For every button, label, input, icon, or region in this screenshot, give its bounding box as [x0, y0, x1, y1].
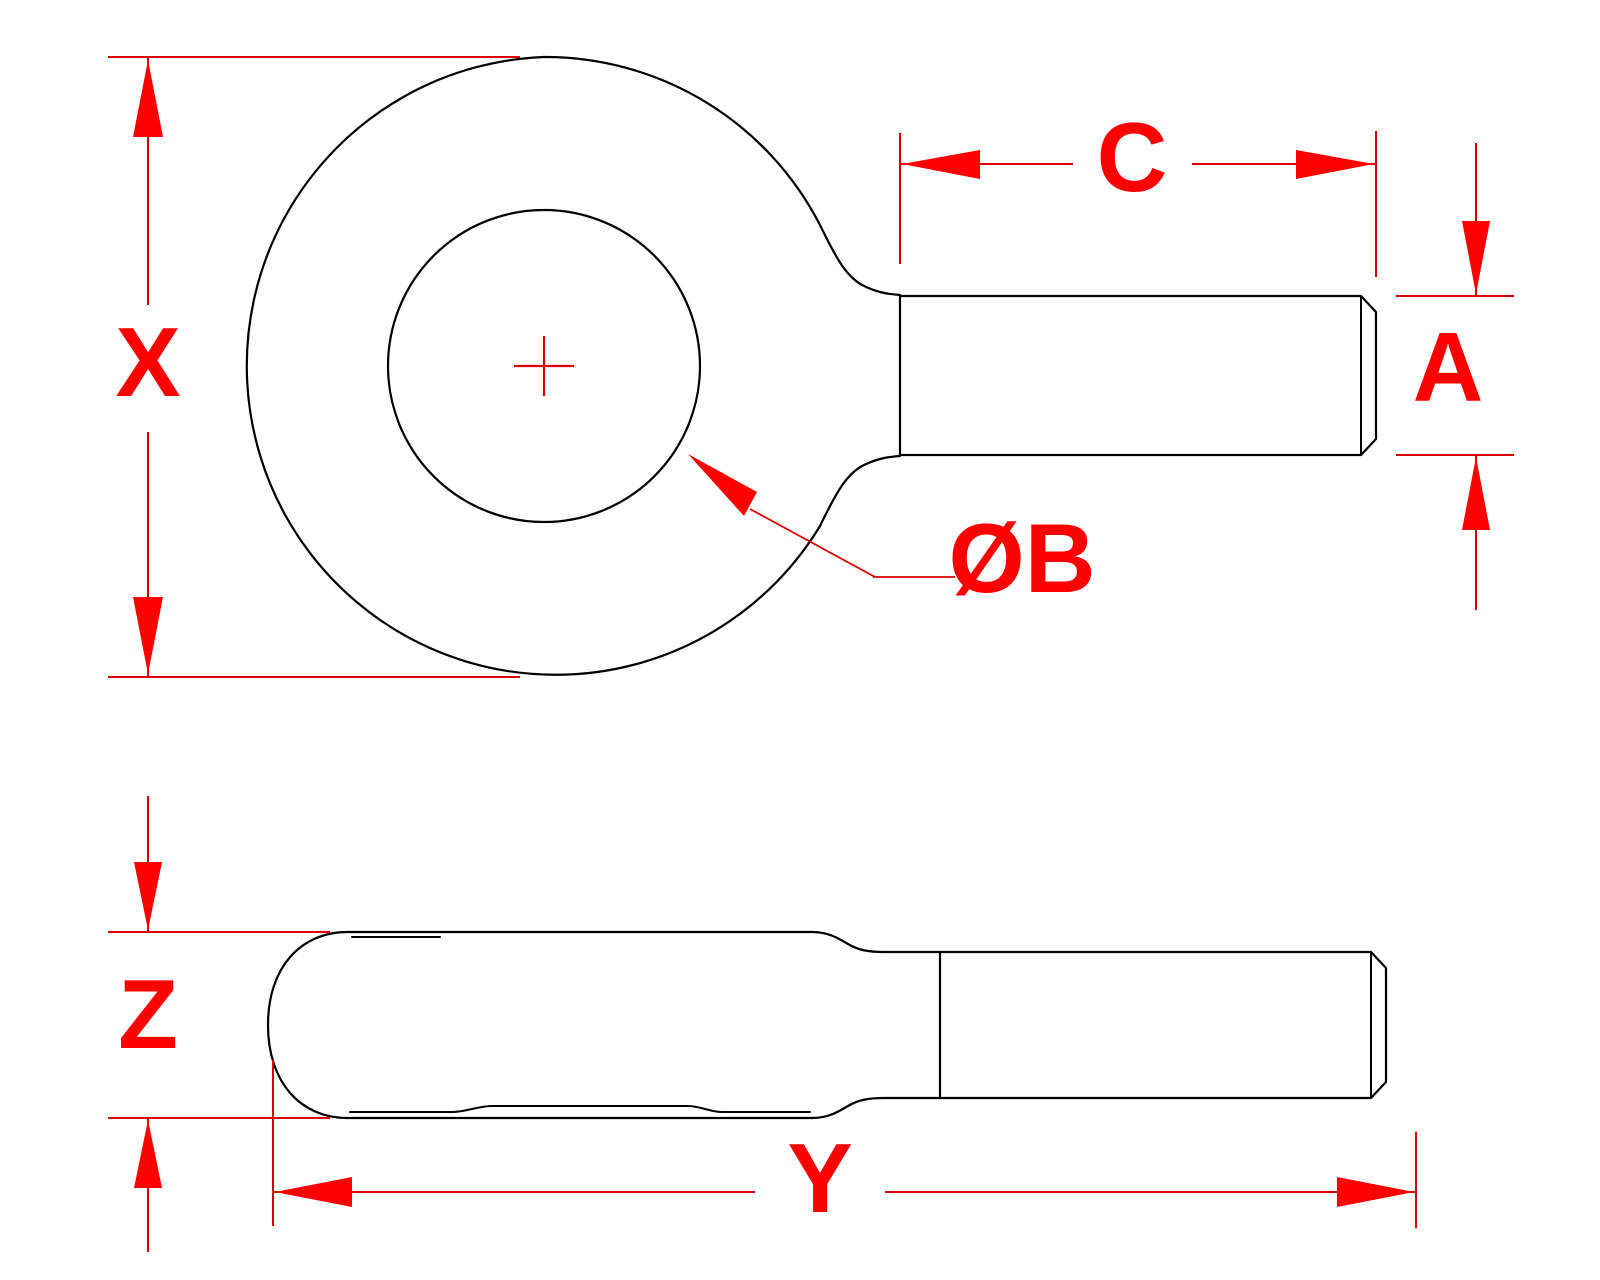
dimension-c-arrow-left — [902, 150, 980, 179]
eye-outer-profile — [245, 55, 902, 676]
shank-side-profile — [938, 950, 1388, 1100]
eye-body-side-profile — [266, 930, 942, 1120]
body-face-edge-detail — [349, 1105, 811, 1113]
dimension-c-arrow-right — [1296, 150, 1374, 179]
dimension-a-arrow-bottom — [1462, 457, 1490, 530]
dimension-a-arrow-top — [1462, 221, 1490, 294]
dimension-x-arrow-top — [133, 60, 163, 137]
dimension-b-leader-slant — [749, 508, 876, 578]
dimension-c: C — [899, 102, 1377, 277]
eye-bore-circle — [386, 208, 702, 524]
dimension-a-label: A — [1413, 312, 1484, 422]
dimension-z-label: Z — [118, 959, 178, 1069]
dimension-y-arrow-right — [1337, 1177, 1414, 1207]
dimension-b-arrowhead — [688, 454, 757, 516]
dimension-c-label: C — [1097, 102, 1168, 212]
top-view-geometry — [245, 55, 1378, 676]
center-mark-cross — [514, 336, 574, 396]
dimension-b-label: ØB — [949, 503, 1096, 613]
dimension-z: Z — [108, 796, 330, 1252]
dimension-b-leader: ØB — [688, 454, 1096, 613]
dimension-y-arrow-left — [275, 1177, 352, 1207]
side-view-geometry — [266, 930, 1388, 1120]
dimension-x: X — [108, 56, 520, 678]
dimension-x-label: X — [115, 307, 180, 417]
dimension-y: Y — [272, 1060, 1417, 1233]
dimension-a: A — [1396, 143, 1514, 610]
shank-top-profile — [898, 294, 1378, 457]
dimension-y-label: Y — [787, 1123, 852, 1233]
dimension-z-arrow-bottom — [134, 1120, 162, 1188]
dimension-x-arrow-bottom — [133, 597, 163, 674]
dimension-z-arrow-top — [134, 862, 162, 930]
